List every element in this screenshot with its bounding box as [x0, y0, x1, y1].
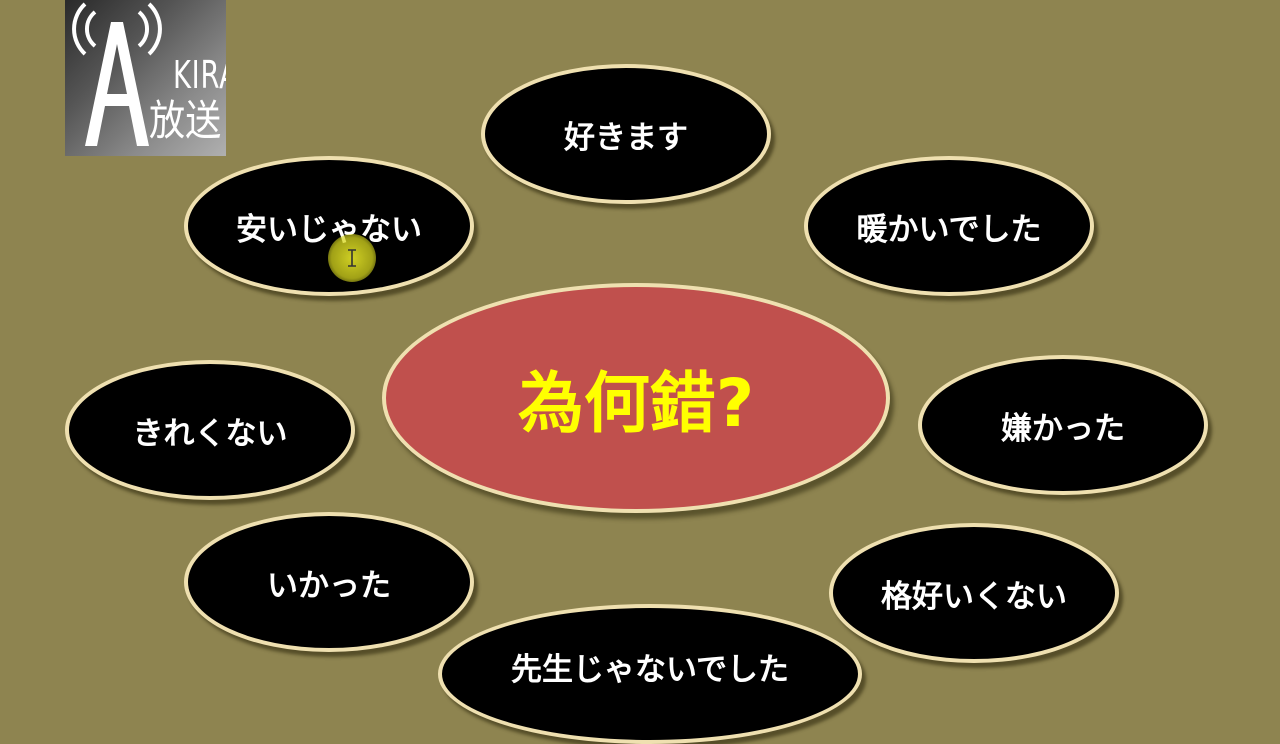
bubble-ikatta: いかった: [184, 512, 474, 652]
logo-hoso-text: 放送: [149, 96, 222, 145]
bubble-label: いかった: [267, 567, 391, 604]
bubble-label: 先生じゃないでした: [510, 651, 790, 688]
logo-kira-text: KIRA: [173, 53, 226, 97]
bubble-label: きれくない: [132, 415, 288, 452]
text-cursor-icon: [328, 234, 376, 282]
bubble-label: 嫌かった: [1001, 410, 1125, 447]
bubble-label: 好きます: [564, 119, 688, 156]
antenna-icon: [72, 2, 162, 146]
bubble-label: 暖かいでした: [856, 211, 1042, 248]
bubble-label: 格好いくない: [881, 578, 1067, 615]
center-question-ellipse: 為何錯?: [382, 283, 890, 513]
akira-broadcast-logo: KIRA 放送: [65, 0, 226, 156]
bubble-kakko-ikunai: 格好いくない: [829, 523, 1119, 663]
slide: KIRA 放送 好きます 安いじゃない 暖かいでした きれくない 嫌かった いか…: [65, 0, 1208, 744]
bubble-yasui-janai: 安いじゃない: [184, 156, 474, 296]
bubble-label: 安いじゃない: [236, 211, 422, 248]
bubble-iyakatta: 嫌かった: [918, 355, 1208, 495]
bubble-sensei-janai-deshita: 先生じゃないでした: [438, 604, 862, 744]
bubble-kirekunai: きれくない: [65, 360, 355, 500]
bubble-atatakai-deshita: 暖かいでした: [804, 156, 1094, 296]
bubble-sukimasu: 好きます: [481, 64, 771, 204]
center-question-label: 為何錯?: [517, 365, 755, 442]
